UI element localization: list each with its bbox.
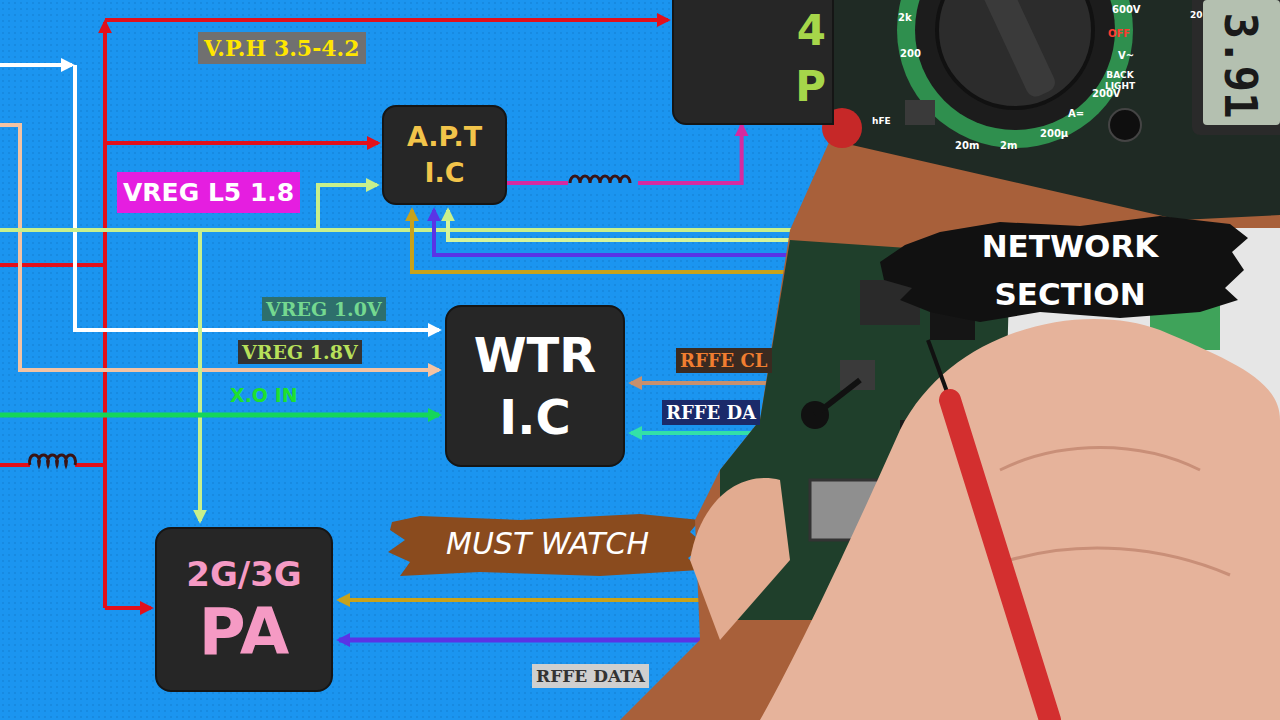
wire-gap [568,174,638,192]
meter-marking: 200 [900,48,921,59]
meter-knob-grip [968,0,1059,100]
control-wire [448,210,800,240]
meter-reading: 3.91 [1215,13,1266,119]
signal-label: RFFE DA [662,400,760,425]
red-probe [950,400,1050,720]
voltage-label: VREG L5 1.8 [117,172,300,213]
block-title: 2G/3G [164,552,324,596]
hand [760,319,1280,720]
finger-crease [1000,448,1200,471]
meter-marking: V~ [1118,50,1134,61]
supply-wire [105,141,378,145]
signal-label: RFFE DATA [532,664,649,688]
meter-button [1109,109,1141,141]
meter-marking: hFE [872,116,891,126]
signal-label: X.O IN [230,384,298,406]
meter-marking: OFF [1108,28,1130,39]
meter-dial-ring [897,0,1133,148]
brush-banner [388,514,705,576]
supply-wire [0,463,30,467]
supply-wire [105,606,151,610]
vreg-wire [318,185,377,230]
vreg-wire [198,230,202,521]
control-wire [412,210,800,272]
vreg-wire [0,228,800,232]
block-title: 4 P [792,3,826,115]
meter-dial [915,0,1115,130]
supply-wire [75,463,105,467]
supply-wire [103,22,107,608]
meter-knob [937,0,1093,108]
vreg-wire [75,65,439,330]
vreg-wire [0,63,72,67]
meter-marking: 20 [1190,10,1203,20]
block-title: PA [164,596,324,668]
banner-text: MUST WATCH [446,526,649,561]
inductor-symbol [570,176,630,183]
banner-text: NETWORK SECTION [940,222,1200,318]
hand-thumb [690,478,790,640]
control-wire [434,210,800,255]
pa-block: 2G/3GPA [155,527,333,692]
apt-ic-block: A.P.T I.C [382,105,507,205]
meter-jack [822,108,862,148]
voltage-label: V.P.H 3.5-4.2 [198,32,366,64]
meter-marking: 2k [898,12,912,23]
meter-display [1203,0,1280,125]
meter-marking: 200μ [1040,128,1068,139]
meter-marking: 2m [1000,140,1017,151]
meter-marking: 200V [1092,88,1121,99]
voltage-label: VREG 1.8V [238,340,362,364]
block-title: WTR I.C [470,324,600,448]
meter-socket [905,100,935,125]
pa-block: 4 P [672,0,834,125]
rffe-wire [339,638,720,643]
meter-marking: 600V [1112,4,1141,15]
black-probe [815,380,860,415]
clock-wire [0,413,439,418]
vreg-wire [0,125,439,370]
voltage-label: VREG 1.0V [262,297,386,321]
block-title: A.P.T I.C [399,119,491,191]
meter-marking: BACK LIGHT [1100,70,1140,92]
signal-label: RFFE CL [676,348,772,373]
supply-wire [105,18,668,22]
meter-display-bezel [1192,0,1280,135]
rffe-wire [339,598,720,602]
finger-crease [1010,548,1230,575]
inductor-symbol [30,455,76,465]
supply-wire [0,263,105,267]
brush-banner [880,216,1248,322]
meter-marking: 20m [955,140,979,151]
meter-marking: A= [1068,108,1084,119]
transceiver-block: WTR I.C [445,305,625,467]
